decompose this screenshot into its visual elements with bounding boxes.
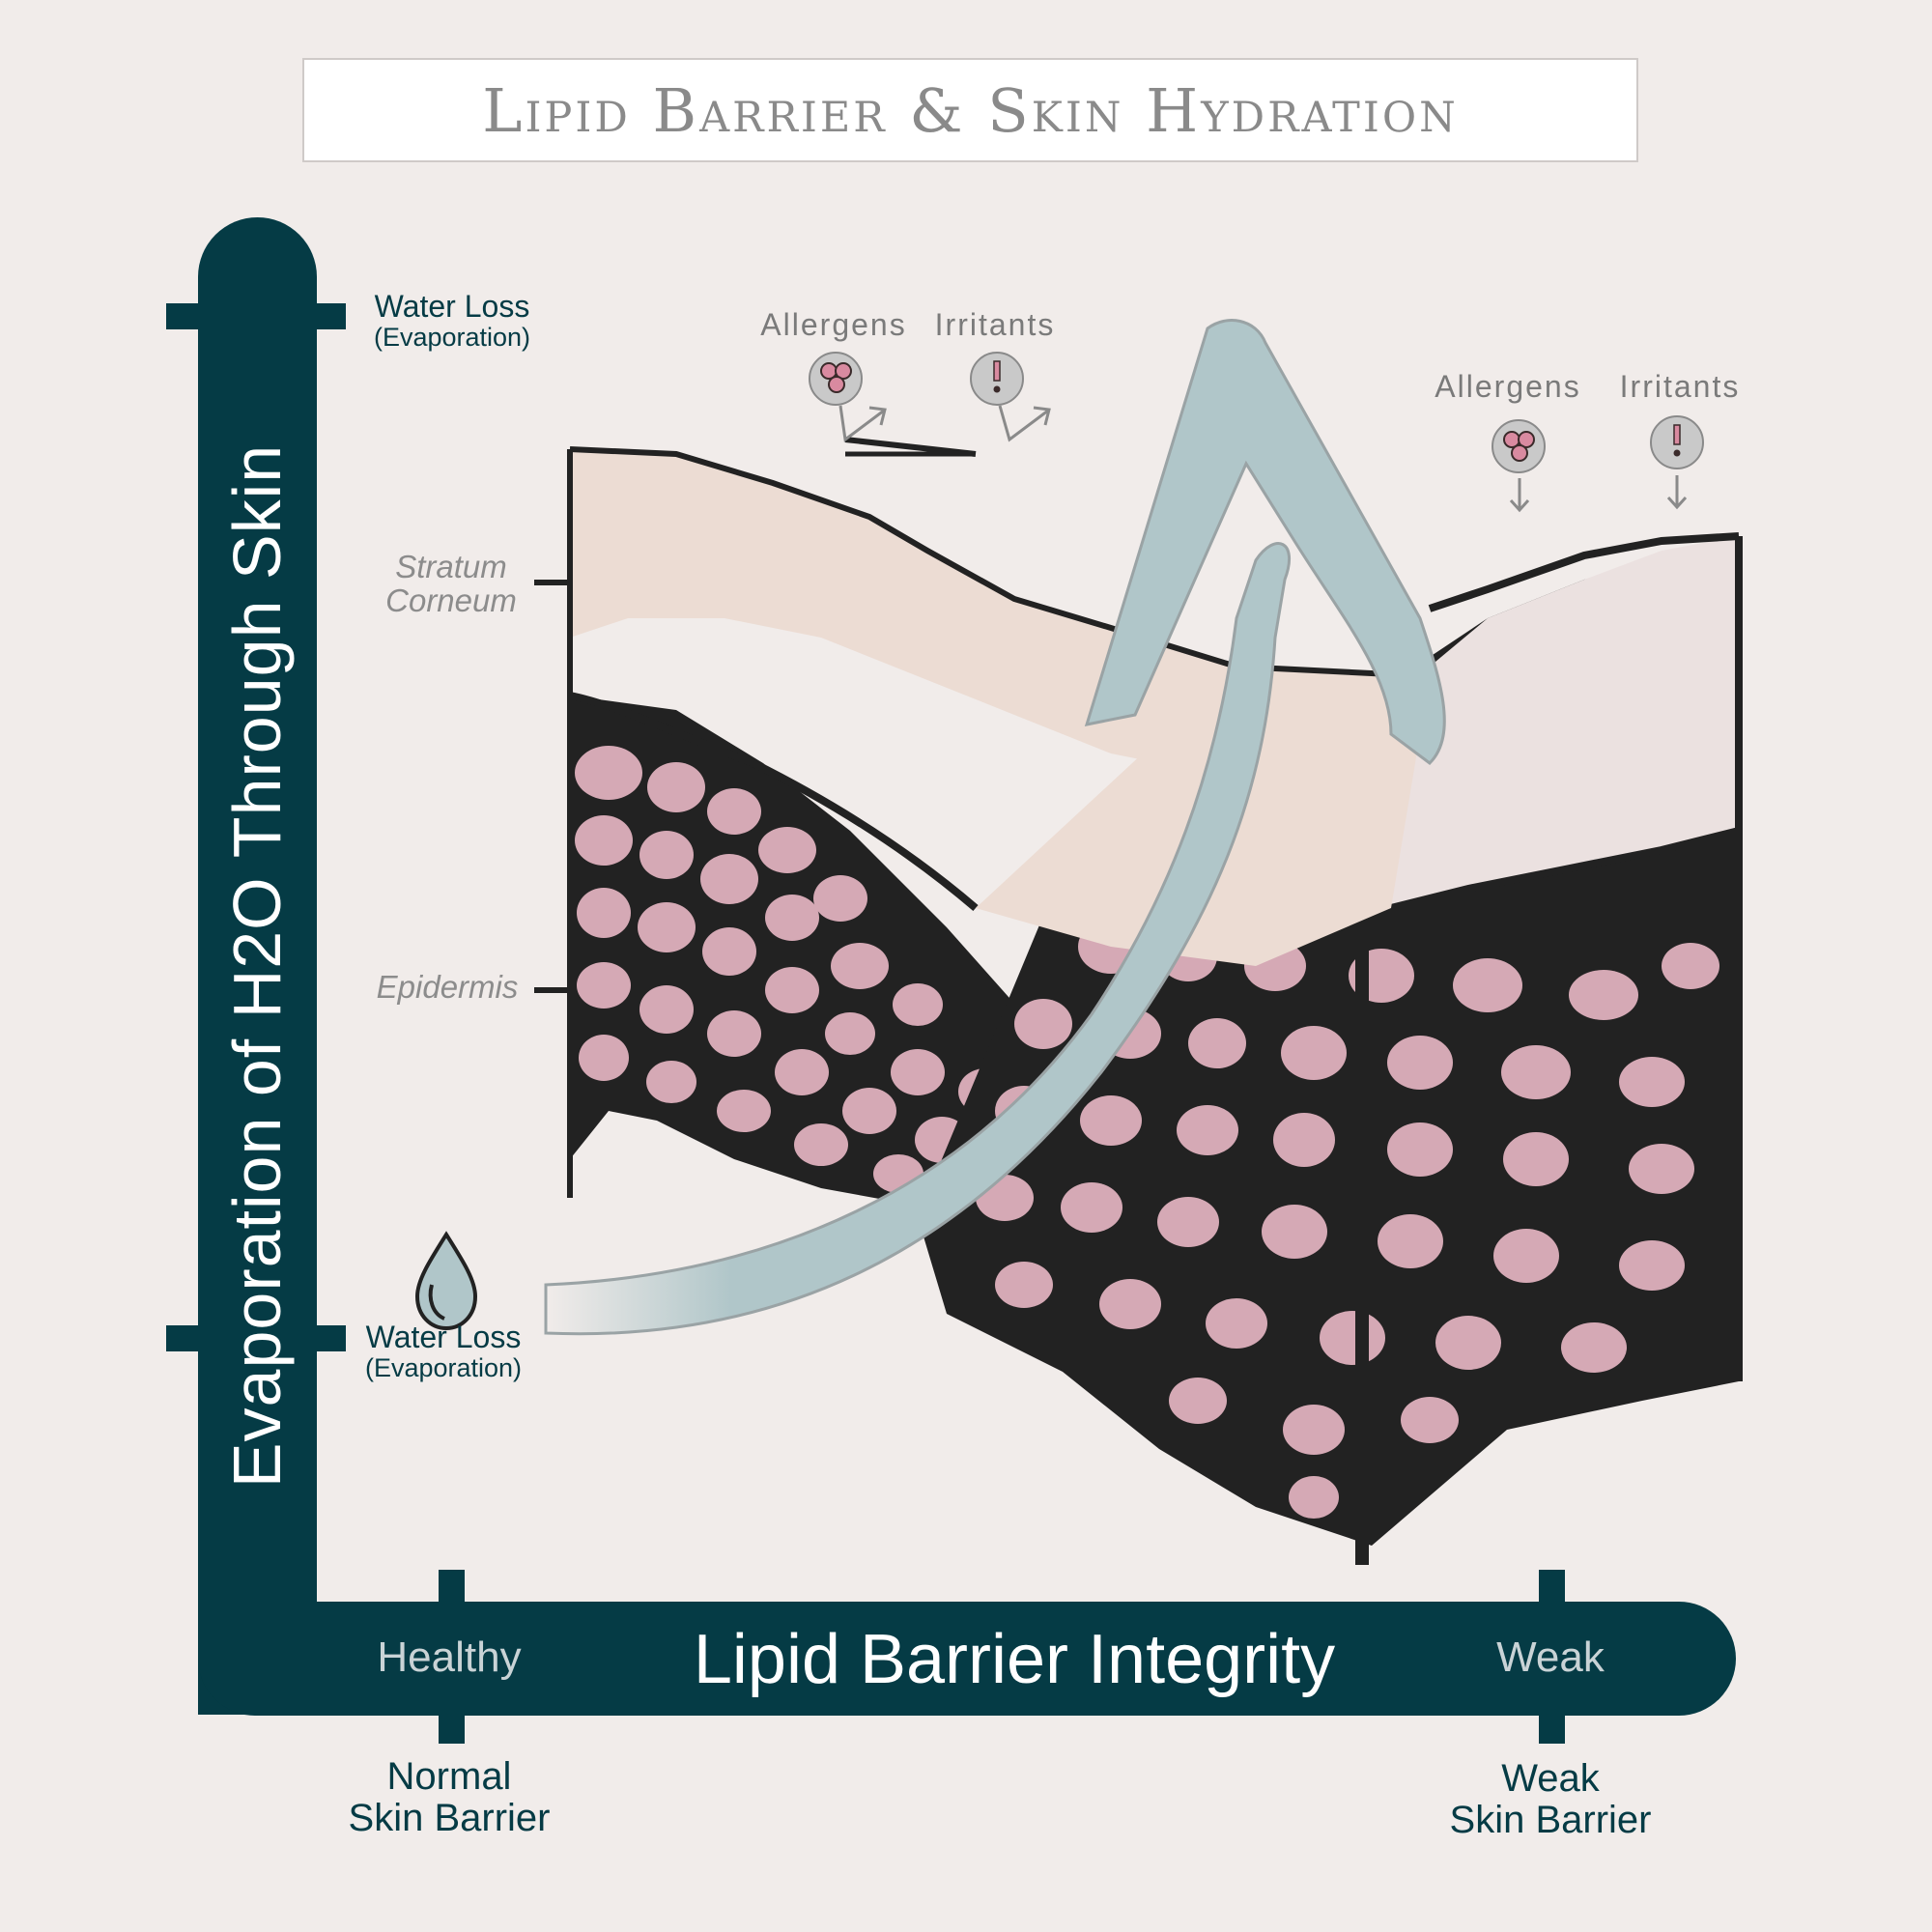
normal-skin-barrier-label: Normal Skin Barrier [348,1755,551,1840]
y-axis-top-tick [166,303,346,329]
water-loss-top-label: Water Loss (Evaporation) [374,290,530,352]
irritants-label-healthy: Irritants [934,307,1056,342]
y-axis-label: Evaporation of H2O Through Skin [219,443,295,1489]
water-drop-icon [414,1231,478,1331]
y-axis-bottom-tick [166,1325,346,1351]
y-axis-bar [198,217,317,1715]
x-axis-label: Lipid Barrier Integrity [693,1621,1336,1698]
normal-line1: Normal [386,1755,512,1798]
water-loss-top-line2: (Evaporation) [373,322,531,352]
allergens-label-healthy: Allergens [760,307,907,342]
healthy-stratum-corneum [570,449,1246,773]
x-axis-right-end: Weak [1496,1634,1605,1681]
normal-line2: Skin Barrier [348,1797,551,1840]
stratum-corneum-label: Stratum Corneum [385,549,517,618]
water-loss-top-line1: Water Loss [374,289,530,324]
weak-line2: Skin Barrier [1449,1799,1652,1842]
title-box: Lipid Barrier & Skin Hydration [302,58,1638,162]
water-loss-bottom-label: Water Loss (Evaporation) [365,1321,522,1382]
stratum-corneum-tick [534,580,571,585]
diagram-title: Lipid Barrier & Skin Hydration [482,74,1459,146]
irritants-label-weak: Irritants [1619,369,1741,404]
irritant-icon-healthy [970,352,1051,442]
evaporation-arrow-icon [544,319,1446,1336]
weak-line1: Weak [1501,1757,1600,1800]
allergen-icon-weak [1492,419,1546,513]
stratum-line1: Stratum [395,549,507,584]
epidermis-label: Epidermis [376,969,519,1005]
stratum-line2: Corneum [385,582,517,618]
x-axis-right-tick [1539,1570,1565,1744]
weak-skin-barrier-label: Weak Skin Barrier [1449,1757,1652,1842]
water-loss-bottom-line1: Water Loss [365,1320,522,1354]
irritant-icon-weak [1650,415,1704,510]
allergens-label-weak: Allergens [1435,369,1581,404]
x-axis-left-end: Healthy [377,1634,522,1681]
x-axis-left-tick [439,1570,465,1744]
water-loss-bottom-line2: (Evaporation) [364,1352,523,1382]
weak-stratum-corneum [1391,536,1739,908]
epidermis-tick [534,987,571,993]
weak-skin-block [918,532,1743,1565]
weak-epidermis-cells [976,920,1719,1519]
allergen-icon-healthy [809,352,887,442]
